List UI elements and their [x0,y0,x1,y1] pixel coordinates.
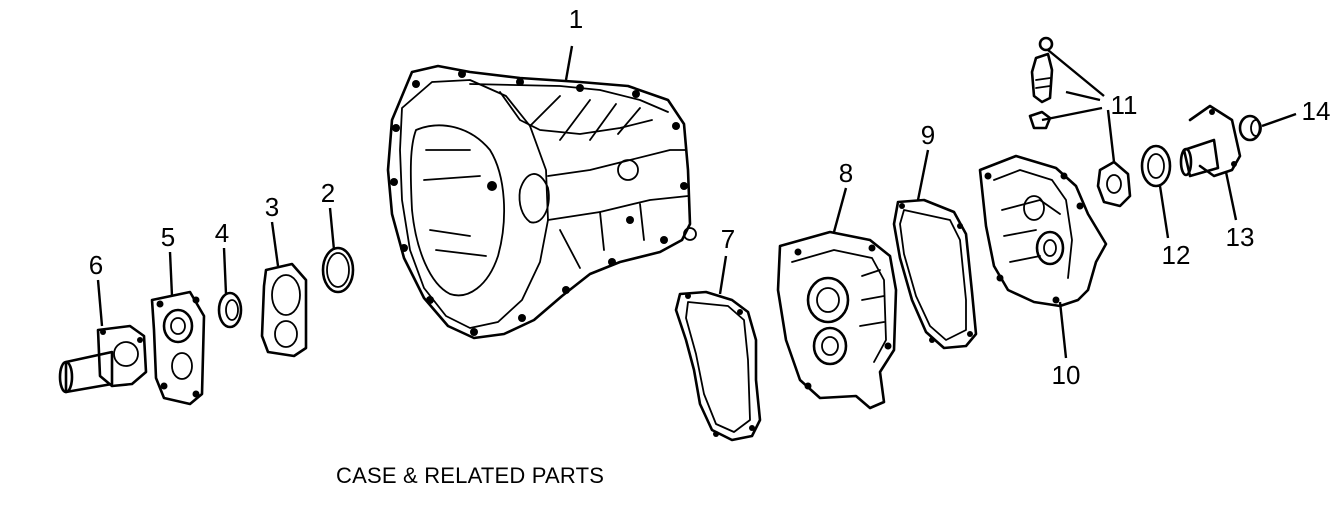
callout-3: 3 [265,192,279,222]
part-2-o-ring [321,246,355,294]
part-7-gasket [674,290,762,442]
part-6-retainer [58,324,148,394]
part-9-gasket [892,198,978,350]
leader-lines [96,45,1297,359]
part-3-gasket [260,262,308,358]
callout-11: 11 [1111,90,1138,120]
callout-labels: 1 2 3 4 5 6 7 8 9 10 11 12 13 14 [89,4,1331,390]
part-14-plug [1238,114,1262,142]
callout-5: 5 [161,222,175,252]
part-8-intermediate-plate [776,230,898,410]
callout-2: 2 [321,178,335,208]
callout-7: 7 [721,224,735,254]
callout-8: 8 [839,158,853,188]
callout-14: 14 [1302,96,1331,126]
callout-12: 12 [1162,240,1191,270]
callout-9: 9 [921,120,935,150]
callout-10: 10 [1052,360,1081,390]
part-13-rear-retainer [1179,104,1242,178]
part-10-extension-housing [978,154,1108,308]
part-11-bolts-sensor [1028,36,1132,208]
diagram-caption: CASE & RELATED PARTS [336,463,604,488]
callout-13: 13 [1226,222,1255,252]
callout-6: 6 [89,250,103,280]
part-5-cover-plate [150,290,206,406]
part-1-transmission-case [386,64,697,340]
part-12-seal [1140,144,1172,188]
callout-4: 4 [215,218,229,248]
callout-1: 1 [569,4,583,34]
part-4-seal [217,291,243,329]
